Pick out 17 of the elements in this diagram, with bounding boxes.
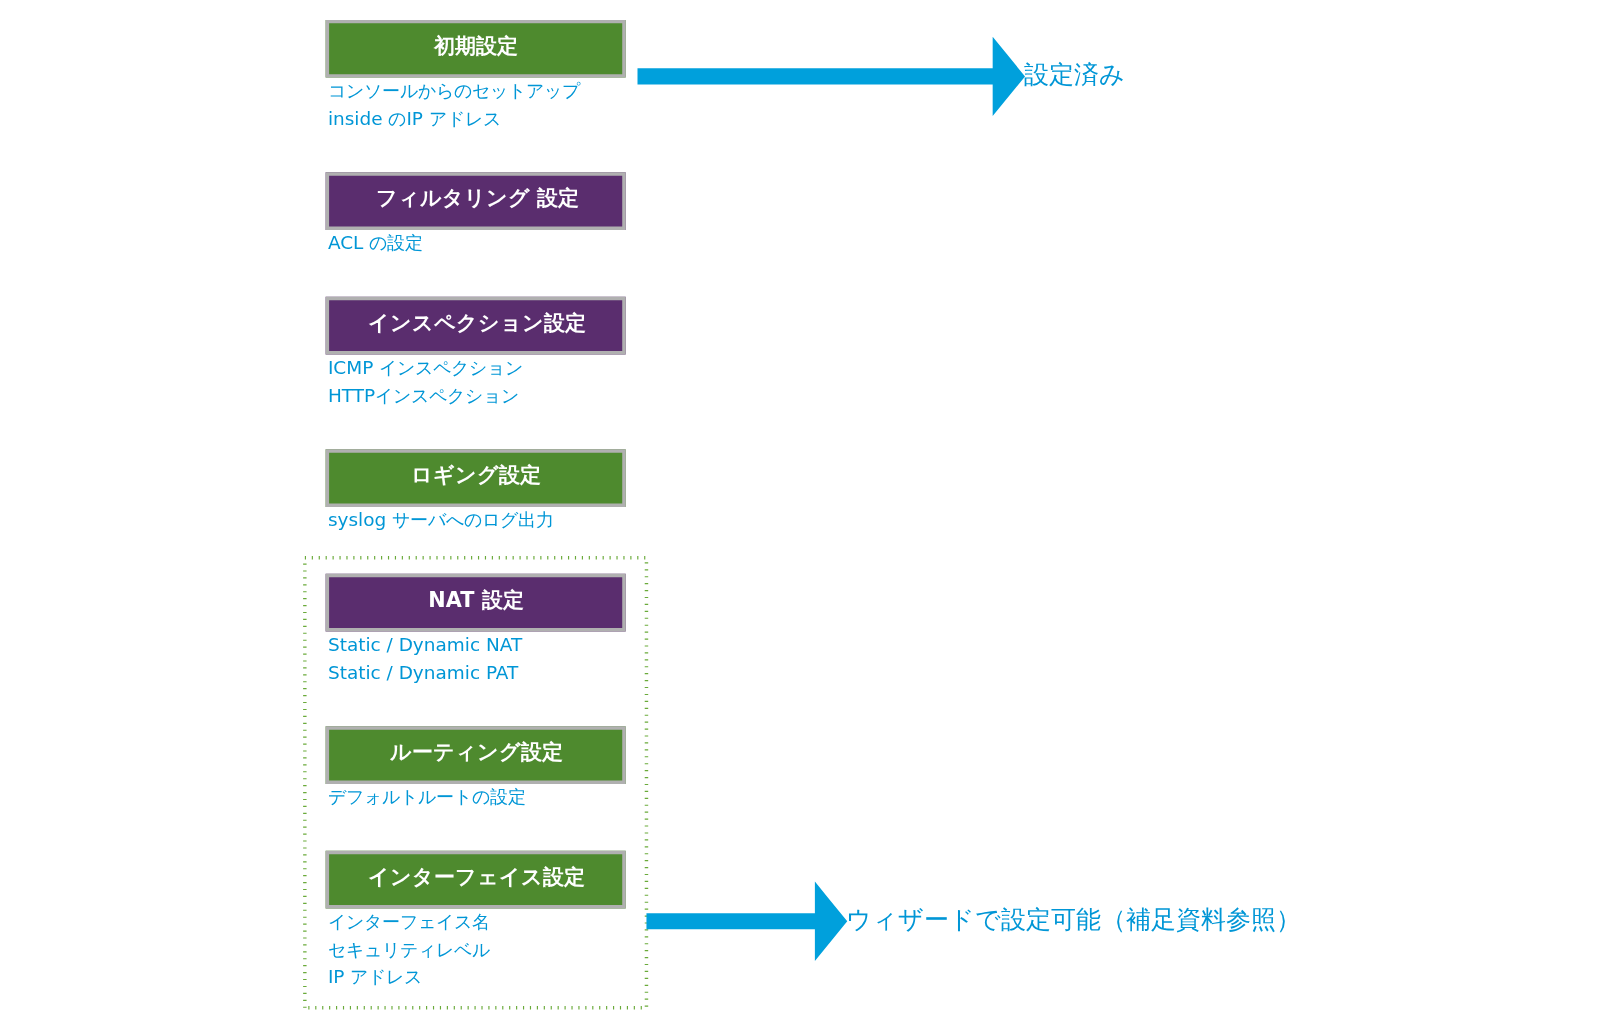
node-label: インターフェイス名 bbox=[327, 910, 490, 932]
node-label: セキュリティレベル bbox=[327, 938, 490, 960]
node-label: HTTPインスペクション bbox=[327, 384, 520, 406]
node-label: syslog サーバへのログ出力 bbox=[327, 509, 555, 531]
node-label: コンソールからのセットアップ bbox=[327, 79, 580, 101]
node-label: ACL の設定 bbox=[327, 232, 424, 254]
node-label: デフォルトルートの設定 bbox=[327, 786, 526, 808]
node-label: Static / Dynamic PAT bbox=[327, 661, 519, 683]
node-text: ウィザードで設定可能（補足資料参照） bbox=[846, 903, 1302, 934]
node-label: ICMP インスペクション bbox=[327, 356, 524, 378]
arrow bbox=[646, 881, 848, 961]
arrow bbox=[637, 36, 1026, 117]
node-label: inside のIP アドレス bbox=[327, 107, 501, 129]
node-label: Static / Dynamic NAT bbox=[327, 633, 523, 655]
node-text: 設定済み bbox=[1023, 58, 1125, 89]
cluster bbox=[303, 555, 649, 1010]
node-label: IP アドレス bbox=[327, 966, 423, 988]
